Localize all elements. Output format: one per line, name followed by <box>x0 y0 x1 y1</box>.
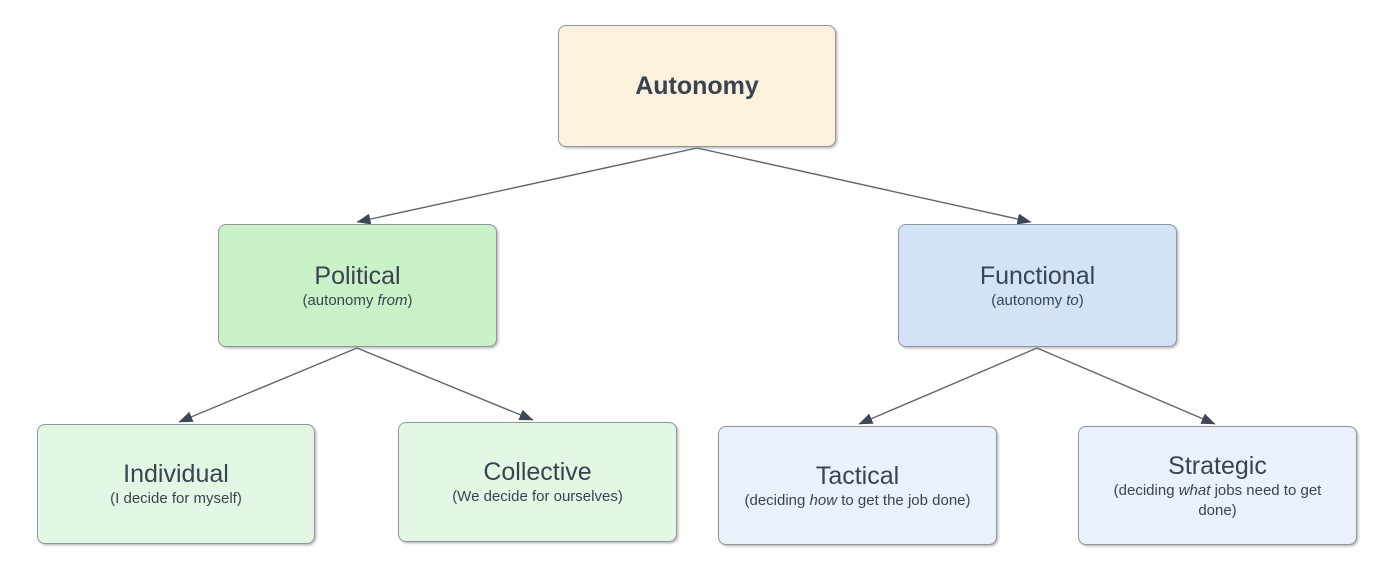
node-title: Political <box>314 261 401 290</box>
node-individual[interactable]: Individual (I decide for myself) <box>37 424 315 544</box>
edge-autonomy-functional <box>696 147 1032 225</box>
edge-functional-tactical <box>858 347 1038 425</box>
edge-autonomy-political <box>356 147 698 225</box>
node-autonomy[interactable]: Autonomy <box>558 25 836 147</box>
node-collective[interactable]: Collective (We decide for ourselves) <box>398 422 677 542</box>
node-subtitle: (autonomy from) <box>302 291 413 309</box>
node-title: Collective <box>483 458 592 486</box>
edge-functional-strategic <box>1036 347 1216 425</box>
node-subtitle: (deciding how to get the job done) <box>744 491 971 509</box>
node-subtitle: (We decide for ourselves) <box>452 488 623 505</box>
node-subtitle: (I decide for myself) <box>110 490 242 507</box>
edge-political-individual <box>178 347 358 423</box>
node-title: Functional <box>979 261 1096 290</box>
node-title: Tactical <box>815 461 900 490</box>
node-title: Autonomy <box>635 72 759 100</box>
node-title: Individual <box>123 460 229 488</box>
node-functional[interactable]: Functional (autonomy to) <box>898 224 1177 347</box>
edge-political-collective <box>356 347 534 421</box>
node-subtitle: (deciding what jobs need to get done) <box>1113 481 1322 519</box>
node-strategic[interactable]: Strategic (deciding what jobs need to ge… <box>1078 426 1357 545</box>
node-subtitle: (autonomy to) <box>991 291 1084 309</box>
node-tactical[interactable]: Tactical (deciding how to get the job do… <box>718 426 997 545</box>
node-political[interactable]: Political (autonomy from) <box>218 224 497 347</box>
node-title: Strategic <box>1168 451 1267 480</box>
